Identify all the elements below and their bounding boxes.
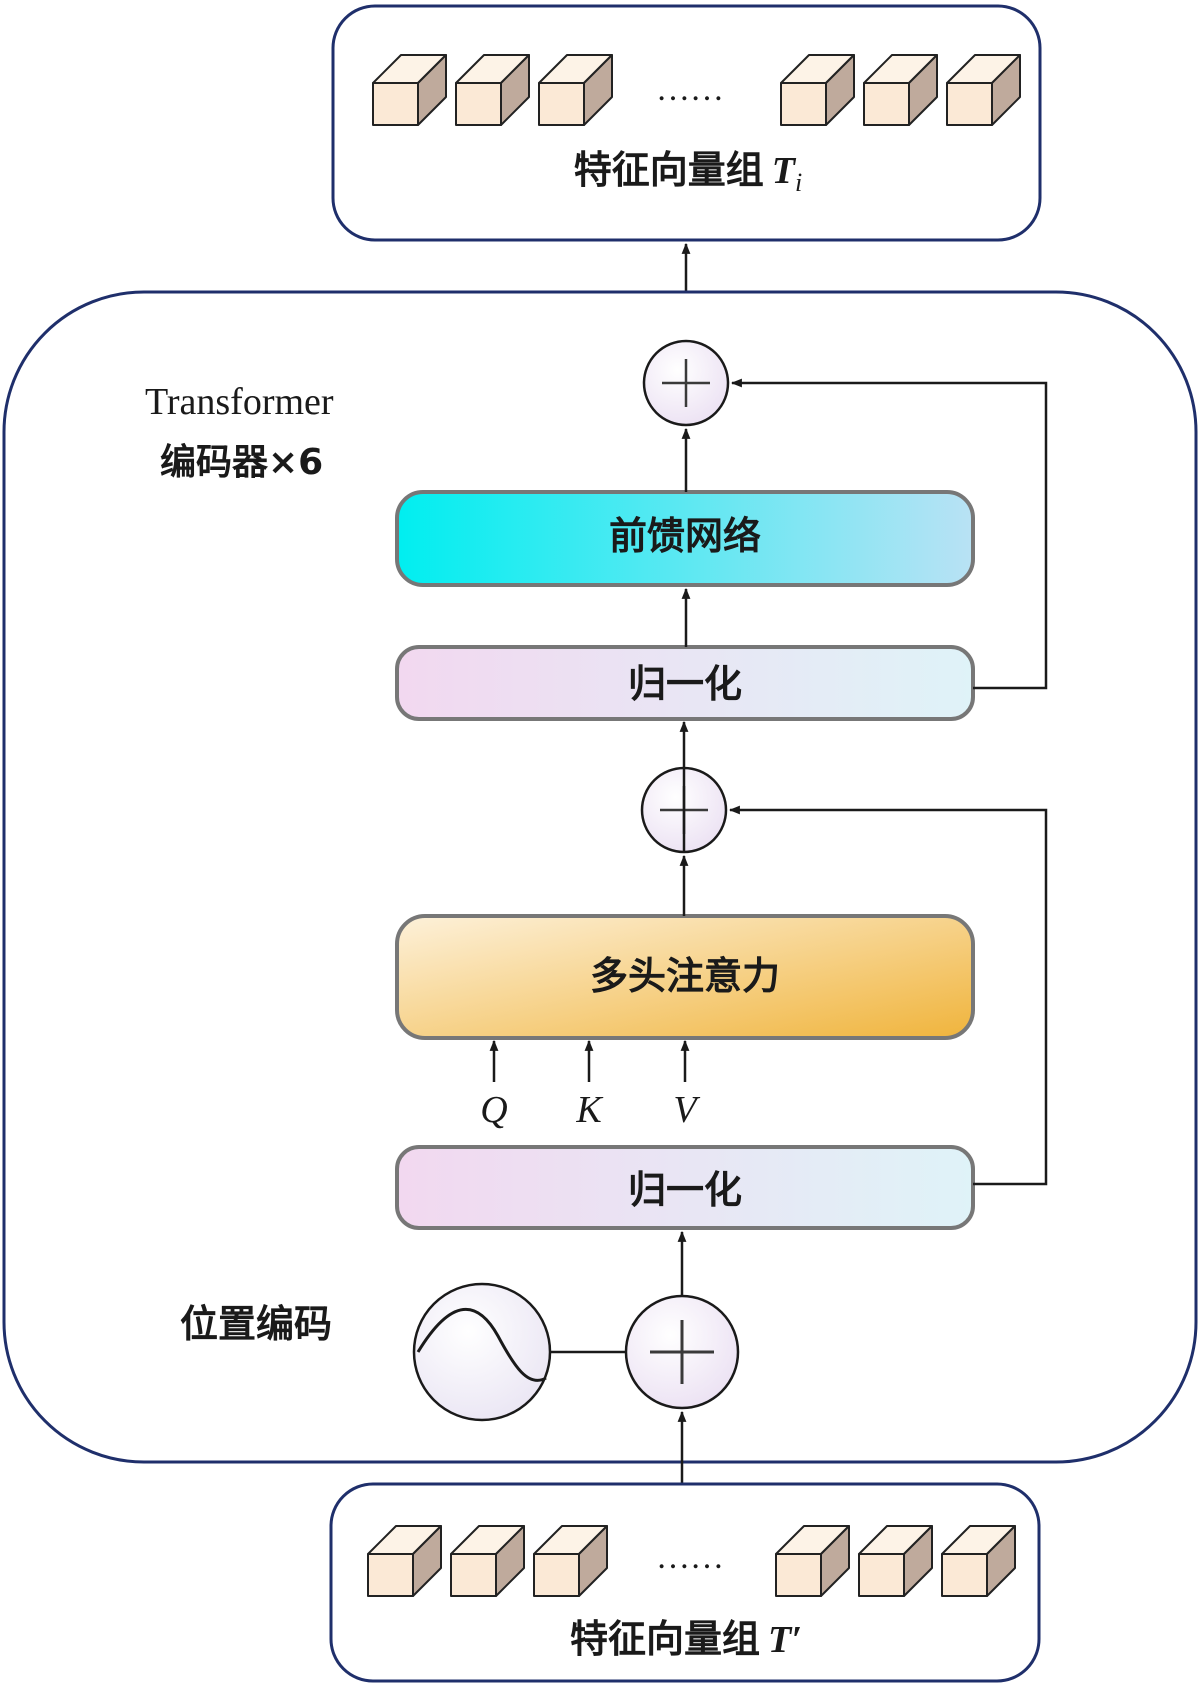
attention-label: 多头注意力	[590, 954, 780, 998]
feed-forward-label: 前馈网络	[609, 514, 761, 558]
input-label-text: 特征向量组	[570, 1617, 760, 1661]
output-ellipsis: ……	[656, 71, 724, 108]
input-cube	[775, 1525, 850, 1597]
v-label: V	[673, 1089, 700, 1131]
norm-block-bottom	[395, 1145, 975, 1230]
residual-line-bottom	[728, 805, 1048, 1186]
residual-line-top	[730, 378, 1048, 690]
output-cubes	[372, 54, 1021, 126]
input-cube	[367, 1525, 442, 1597]
encoder-title-line2: 编码器×6	[160, 442, 323, 483]
k-label: K	[575, 1089, 603, 1131]
output-label-symbol: T	[772, 150, 797, 192]
input-cube	[858, 1525, 933, 1597]
output-cube	[372, 54, 447, 126]
positional-encoding-label: 位置编码	[180, 1302, 332, 1346]
output-cube	[946, 54, 1021, 126]
input-cube	[533, 1525, 608, 1597]
positional-adder	[624, 1294, 740, 1410]
output-label-text: 特征向量组	[574, 148, 764, 192]
output-cube	[538, 54, 613, 126]
input-label-symbol: T′	[768, 1619, 802, 1661]
input-cube	[450, 1525, 525, 1597]
residual-adder-top	[642, 339, 730, 427]
encoder-title-line1: Transformer	[145, 381, 334, 423]
output-cube	[780, 54, 855, 126]
norm-bottom-label: 归一化	[628, 1168, 742, 1212]
input-ellipsis: ……	[656, 1539, 724, 1576]
sine-wave-icon	[412, 1282, 552, 1422]
output-cube	[863, 54, 938, 126]
input-cube	[941, 1525, 1016, 1597]
input-cubes	[367, 1525, 1016, 1597]
output-label-subscript: i	[795, 168, 802, 197]
output-cube	[455, 54, 530, 126]
q-label: Q	[480, 1089, 507, 1131]
output-group-frame	[331, 4, 1042, 242]
norm-top-label: 归一化	[628, 662, 742, 706]
